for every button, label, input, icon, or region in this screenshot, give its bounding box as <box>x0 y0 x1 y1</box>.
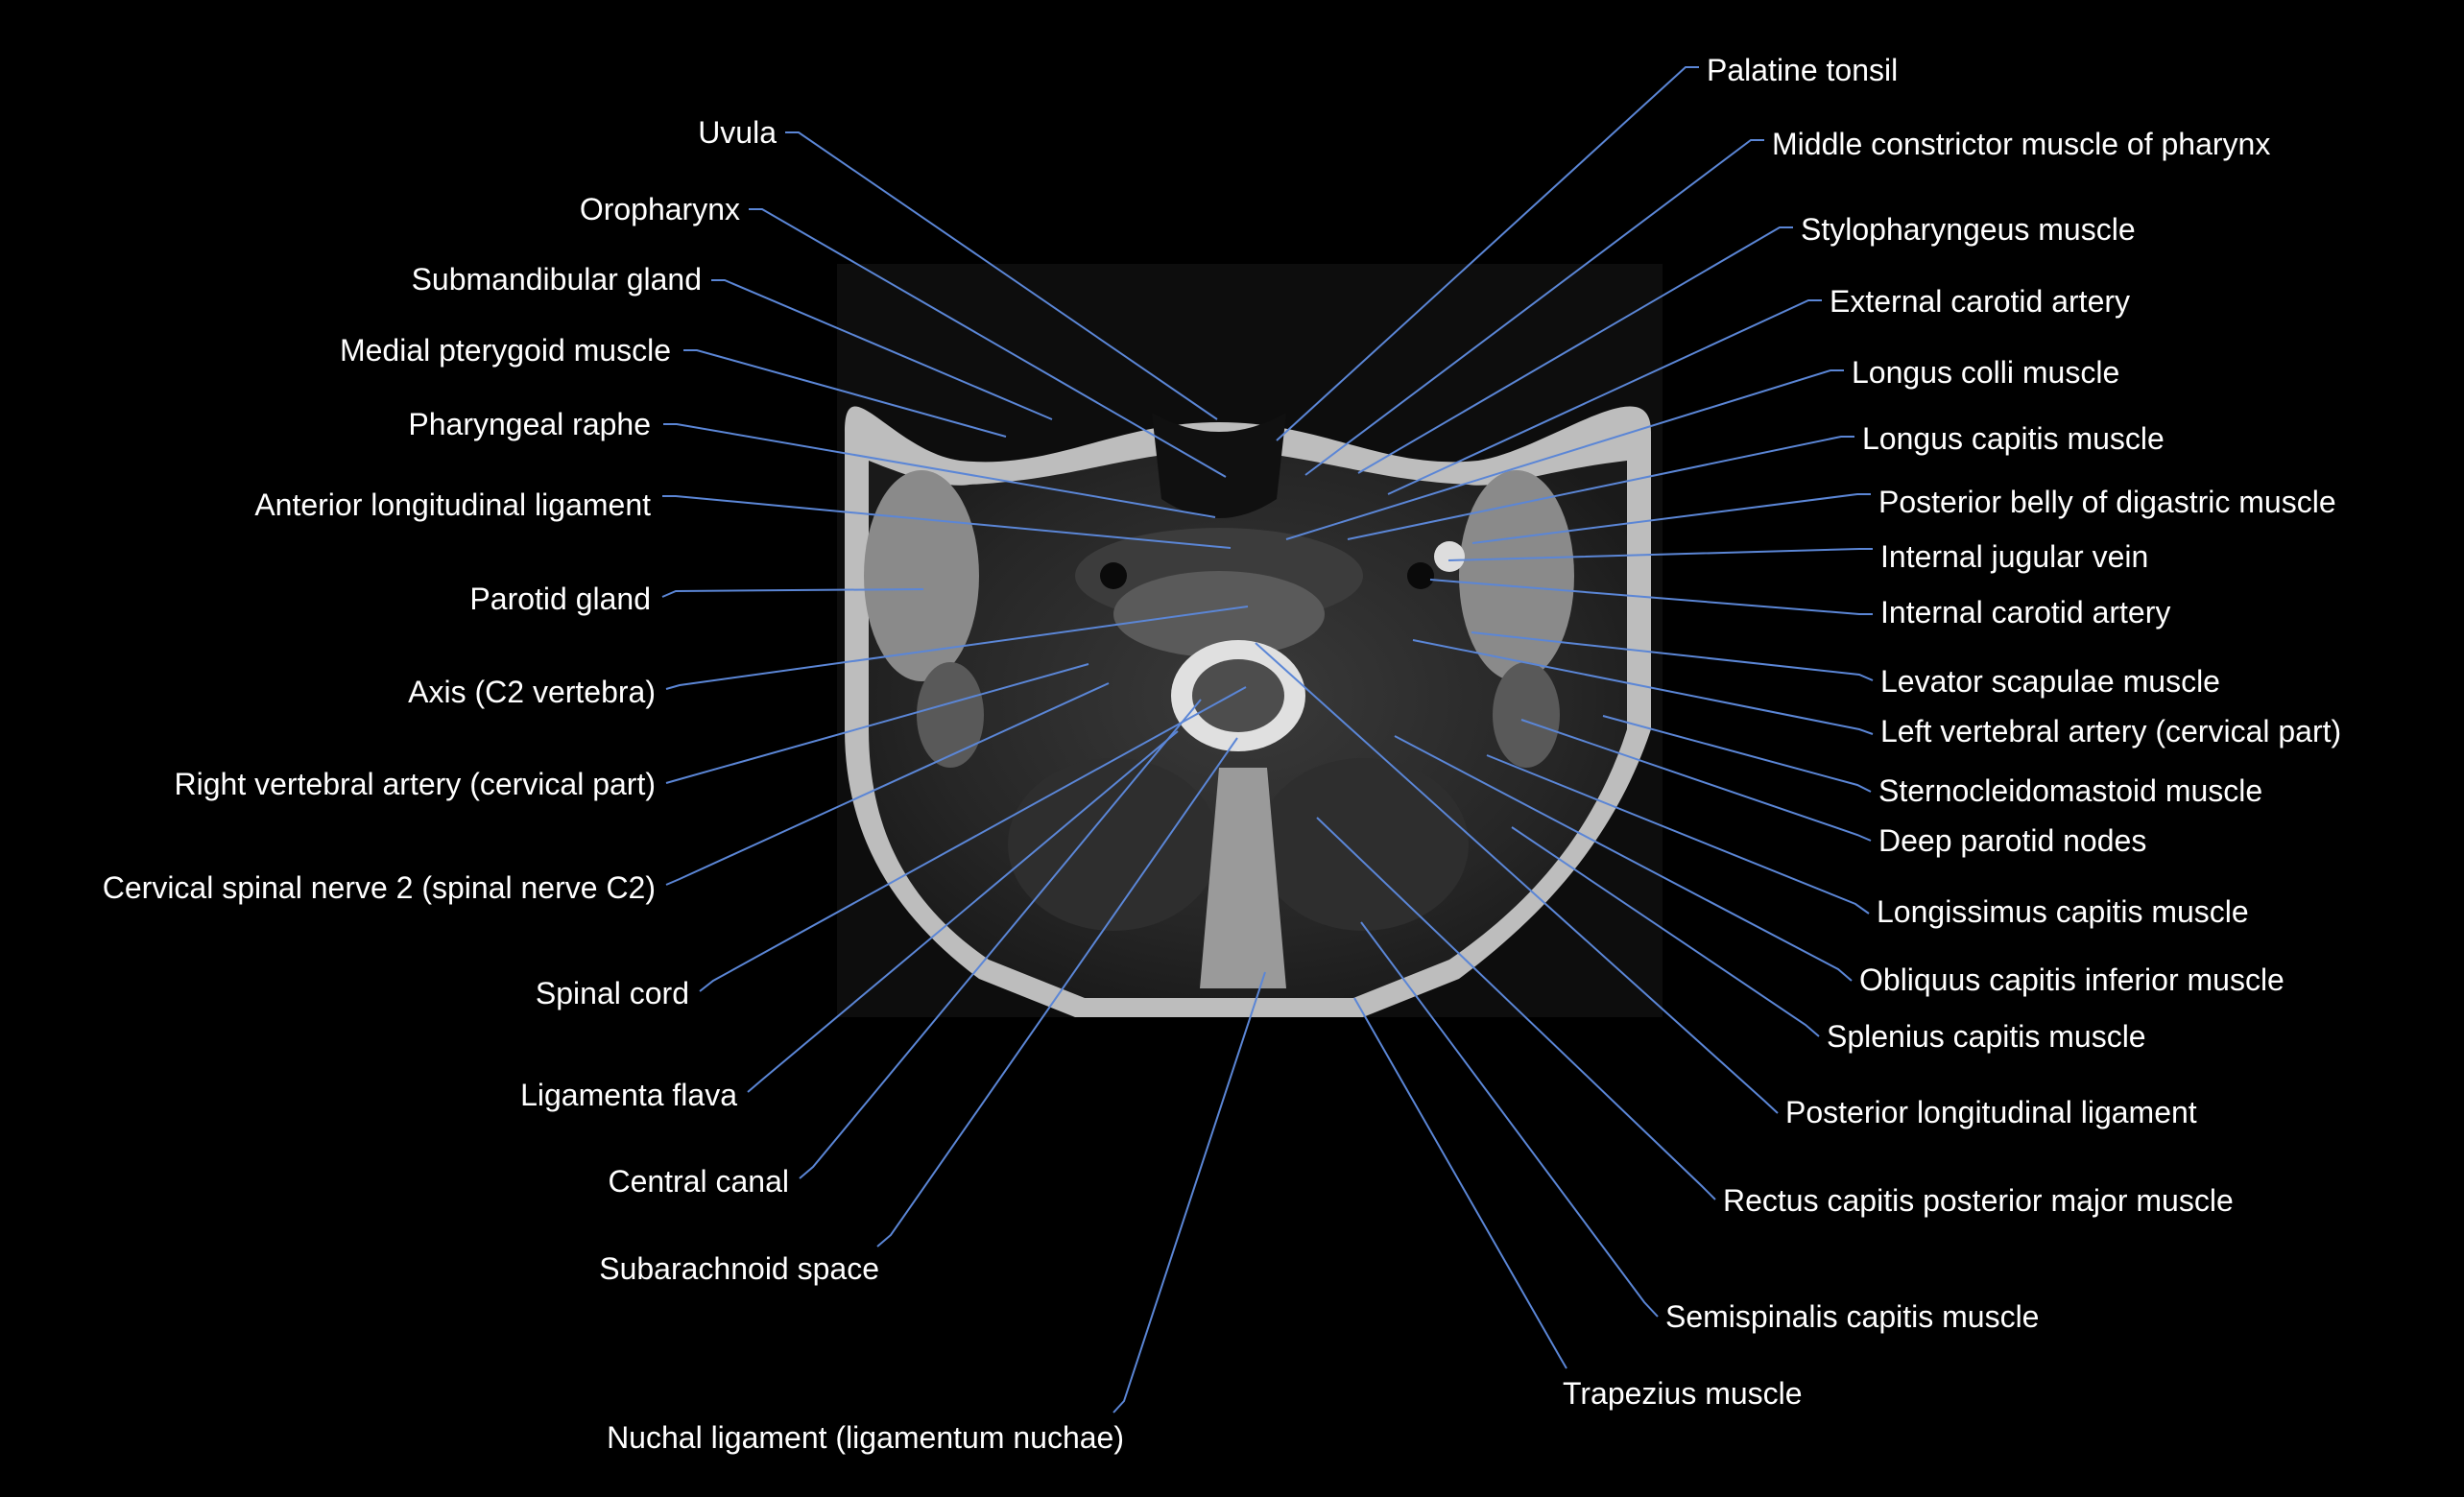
leader-line-posterior-longitudinal-ligament <box>1255 642 1779 1114</box>
label-levator-scapulae: Levator scapulae muscle <box>1880 664 2220 699</box>
label-semispinalis-capitis: Semispinalis capitis muscle <box>1665 1299 2040 1334</box>
label-anterior-longitudinal-ligament: Anterior longitudinal ligament <box>254 487 651 522</box>
label-ligamenta-flava: Ligamenta flava <box>520 1078 737 1112</box>
label-nuchal-ligament: Nuchal ligament (ligamentum nuchae) <box>607 1420 1124 1455</box>
label-longus-colli: Longus colli muscle <box>1852 355 2120 390</box>
label-internal-jugular: Internal jugular vein <box>1880 539 2149 574</box>
label-posterior-longitudinal-ligament: Posterior longitudinal ligament <box>1785 1095 2197 1129</box>
label-posterior-digastric: Posterior belly of digastric muscle <box>1878 485 2336 519</box>
leader-line-palatine-tonsil <box>1276 66 1699 441</box>
leader-line-ligamenta-flava <box>747 730 1179 1093</box>
leader-line-semispinalis-capitis <box>1360 921 1659 1318</box>
parotid-left <box>1459 470 1574 681</box>
leader-line-trapezius <box>1353 997 1567 1369</box>
label-rectus-capitis-posterior-major: Rectus capitis posterior major muscle <box>1723 1183 2234 1218</box>
label-central-canal: Central canal <box>608 1164 789 1199</box>
leader-line-stylopharyngeus <box>1357 226 1793 474</box>
label-submandibular-gland: Submandibular gland <box>411 262 702 297</box>
leader-line-sternocleidomastoid <box>1602 715 1872 793</box>
label-trapezius: Trapezius muscle <box>1563 1376 1803 1411</box>
label-medial-pterygoid: Medial pterygoid muscle <box>339 333 671 368</box>
leader-line-spinal-nerve-c2 <box>665 682 1110 886</box>
label-middle-constrictor: Middle constrictor muscle of pharynx <box>1772 127 2271 161</box>
right-carotid <box>1100 562 1127 589</box>
left-carotid <box>1407 562 1434 589</box>
leader-line-longus-colli <box>1285 369 1844 540</box>
leader-line-levator-scapulae <box>1471 631 1874 681</box>
leader-line-subarachnoid-space <box>876 737 1238 1248</box>
leader-line-central-canal <box>799 699 1202 1179</box>
label-left-vertebral-artery: Left vertebral artery (cervical part) <box>1880 714 2342 748</box>
leader-line-longus-capitis <box>1347 436 1854 540</box>
nuchal-region <box>1200 768 1286 988</box>
leader-line-right-vertebral-artery <box>665 663 1089 784</box>
leader-line-obliquus-capitis-inferior <box>1394 735 1853 982</box>
leader-line-pharyngeal-raphe <box>663 423 1216 518</box>
leader-line-parotid-gland <box>661 588 924 598</box>
label-uvula: Uvula <box>698 115 777 150</box>
leader-line-nuchal-ligament <box>1112 971 1266 1414</box>
label-splenius-capitis: Splenius capitis muscle <box>1827 1019 2146 1054</box>
spinal-cord-shape <box>1192 659 1284 732</box>
label-deep-parotid-nodes: Deep parotid nodes <box>1878 823 2147 858</box>
leader-line-submandibular-gland <box>711 279 1053 420</box>
label-external-carotid: External carotid artery <box>1830 284 2131 319</box>
posterior-muscles-left <box>1257 758 1469 931</box>
leader-line-medial-pterygoid <box>683 349 1007 438</box>
label-axis-c2: Axis (C2 vertebra) <box>408 675 656 709</box>
label-pharyngeal-raphe: Pharyngeal raphe <box>408 407 651 441</box>
leader-line-splenius-capitis <box>1511 826 1820 1037</box>
leader-line-external-carotid <box>1387 299 1822 495</box>
label-parotid-gland: Parotid gland <box>469 582 651 616</box>
scm-left <box>1493 662 1560 768</box>
leader-line-internal-carotid <box>1429 579 1873 615</box>
leader-line-left-vertebral-artery <box>1412 639 1874 735</box>
label-spinal-cord: Spinal cord <box>535 976 689 1010</box>
leader-line-anterior-longitudinal-ligament <box>662 495 1232 549</box>
leader-line-middle-constrictor <box>1304 139 1764 476</box>
label-obliquus-capitis-inferior: Obliquus capitis inferior muscle <box>1859 962 2285 997</box>
leader-line-deep-parotid-nodes <box>1520 719 1872 842</box>
label-longissimus-capitis: Longissimus capitis muscle <box>1877 894 2249 929</box>
leader-line-spinal-cord <box>699 686 1247 992</box>
label-internal-carotid: Internal carotid artery <box>1880 595 2171 630</box>
label-sternocleidomastoid: Sternocleidomastoid muscle <box>1878 773 2263 808</box>
posterior-muscles-right <box>1008 758 1219 931</box>
left-jugular <box>1434 541 1465 572</box>
label-right-vertebral-artery: Right vertebral artery (cervical part) <box>174 767 656 801</box>
c2-body <box>1113 571 1325 657</box>
leader-line-rectus-capitis-posterior-major <box>1316 817 1716 1200</box>
label-subarachnoid-space: Subarachnoid space <box>599 1251 879 1286</box>
label-spinal-nerve-c2: Cervical spinal nerve 2 (spinal nerve C2… <box>102 870 656 905</box>
pharynx <box>1152 413 1286 518</box>
label-stylopharyngeus: Stylopharyngeus muscle <box>1801 212 2136 247</box>
scm-right <box>917 662 984 768</box>
leader-line-posterior-digastric <box>1471 493 1871 544</box>
leader-line-internal-jugular <box>1447 548 1873 561</box>
leader-line-longissimus-capitis <box>1486 754 1870 915</box>
parotid-right <box>864 470 979 681</box>
leader-line-oropharynx <box>749 208 1227 478</box>
label-oropharynx: Oropharynx <box>579 192 740 226</box>
label-palatine-tonsil: Palatine tonsil <box>1707 53 1899 87</box>
leader-line-axis-c2 <box>665 606 1249 690</box>
label-longus-capitis: Longus capitis muscle <box>1862 421 2165 456</box>
leader-line-uvula <box>785 131 1218 420</box>
